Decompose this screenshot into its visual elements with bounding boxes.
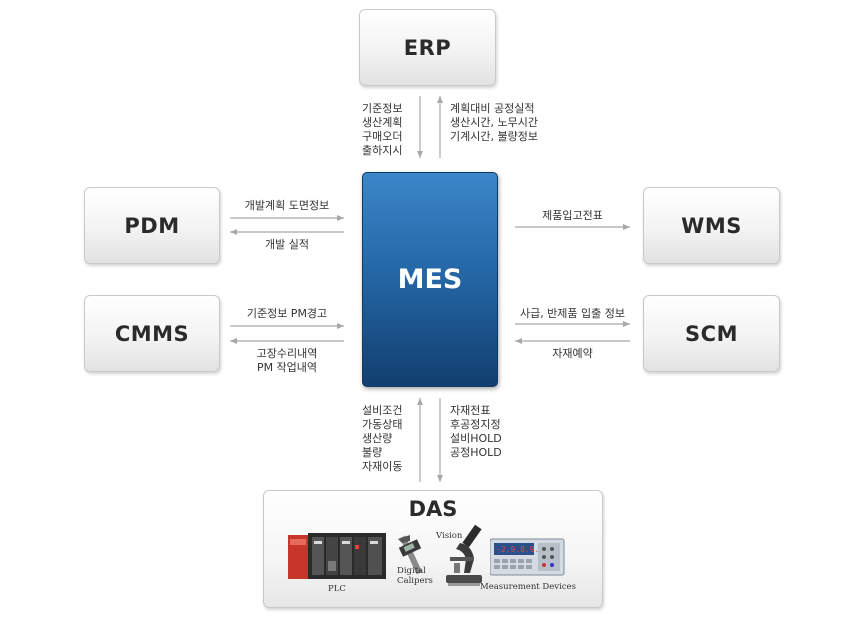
das-box: DAS PLC Digital Calipers Vision <box>263 490 603 608</box>
flow-text: 기준정보 <box>362 102 403 115</box>
flow-text: 출하지시 <box>362 144 403 157</box>
erp-from-mes-labels: 계획대비 공정실적 생산시간, 노무시간 기계시간, 불량정보 <box>450 102 538 144</box>
cmms-to-mes-label: 기준정보 PM경고 <box>246 307 328 320</box>
flow-text: 구매오더 <box>362 130 403 143</box>
pdm-label: PDM <box>124 213 180 238</box>
plc-icon <box>288 533 386 579</box>
microscope-icon <box>446 524 482 586</box>
flow-text: 설비조건 <box>362 404 403 417</box>
scm-to-mes-label: 자재예약 <box>552 347 593 360</box>
erp-label: ERP <box>403 35 452 60</box>
flow-text: 생산량 <box>362 432 393 445</box>
mes-to-das-labels: 자재전표 후공정지정 설비HOLD 공정HOLD <box>450 404 502 460</box>
flow-text: 자재이동 <box>362 460 403 473</box>
cmms-label: CMMS <box>114 321 190 346</box>
wms-box: WMS <box>643 187 780 264</box>
flow-text: 가동상태 <box>362 418 403 431</box>
mes-label: MES <box>397 264 463 295</box>
flow-text: 고장수리내역 <box>256 347 318 360</box>
flow-text: 불량 <box>362 446 383 459</box>
measurement-label: Measurement Devices <box>480 582 576 592</box>
flow-text: 생산시간, 노무시간 <box>450 116 538 129</box>
flow-text: 생산계획 <box>362 116 403 129</box>
scm-box: SCM <box>643 295 780 372</box>
flow-text: PM 작업내역 <box>256 361 318 374</box>
cmms-box: CMMS <box>84 295 220 372</box>
mes-to-scm-label: 사급, 반제품 입출 정보 <box>519 307 626 320</box>
calipers-label: Digital Calipers <box>397 566 433 586</box>
measurement-device-icon: -2.9.8.9.8 <box>490 538 565 576</box>
mes-to-wms-label: 제품입고전표 <box>542 209 603 222</box>
das-to-mes-labels: 설비조건 가동상태 생산량 불량 자재이동 <box>362 404 402 474</box>
flow-text: 설비HOLD <box>450 432 502 445</box>
flow-text: 공정HOLD <box>450 446 502 459</box>
flow-text: 후공정지정 <box>450 418 501 431</box>
calipers-icon <box>398 535 423 575</box>
vision-label: Vision <box>436 531 463 541</box>
meter-reading: -2.9.8.9.8 <box>496 545 544 554</box>
mes-to-erp-labels: 기준정보 생산계획 구매오더 출하지시 <box>362 102 402 158</box>
mes-to-pdm-label: 개발 실적 <box>265 238 309 251</box>
mes-to-cmms-labels: 고장수리내역 PM 작업내역 <box>228 347 346 375</box>
das-label: DAS <box>408 497 458 521</box>
pdm-box: PDM <box>84 187 220 264</box>
pdm-to-mes-label: 개발계획 도면정보 <box>244 199 330 212</box>
device-text: Calipers <box>397 576 433 586</box>
device-text: Digital <box>397 566 426 576</box>
flow-text: 기계시간, 불량정보 <box>450 130 538 143</box>
plc-label: PLC <box>328 584 346 594</box>
erp-box: ERP <box>359 9 496 86</box>
wms-label: WMS <box>681 213 742 238</box>
flow-text: 계획대비 공정실적 <box>450 102 535 115</box>
mes-box: MES <box>362 172 498 387</box>
flow-text: 자재전표 <box>450 404 491 417</box>
scm-label: SCM <box>685 321 738 346</box>
